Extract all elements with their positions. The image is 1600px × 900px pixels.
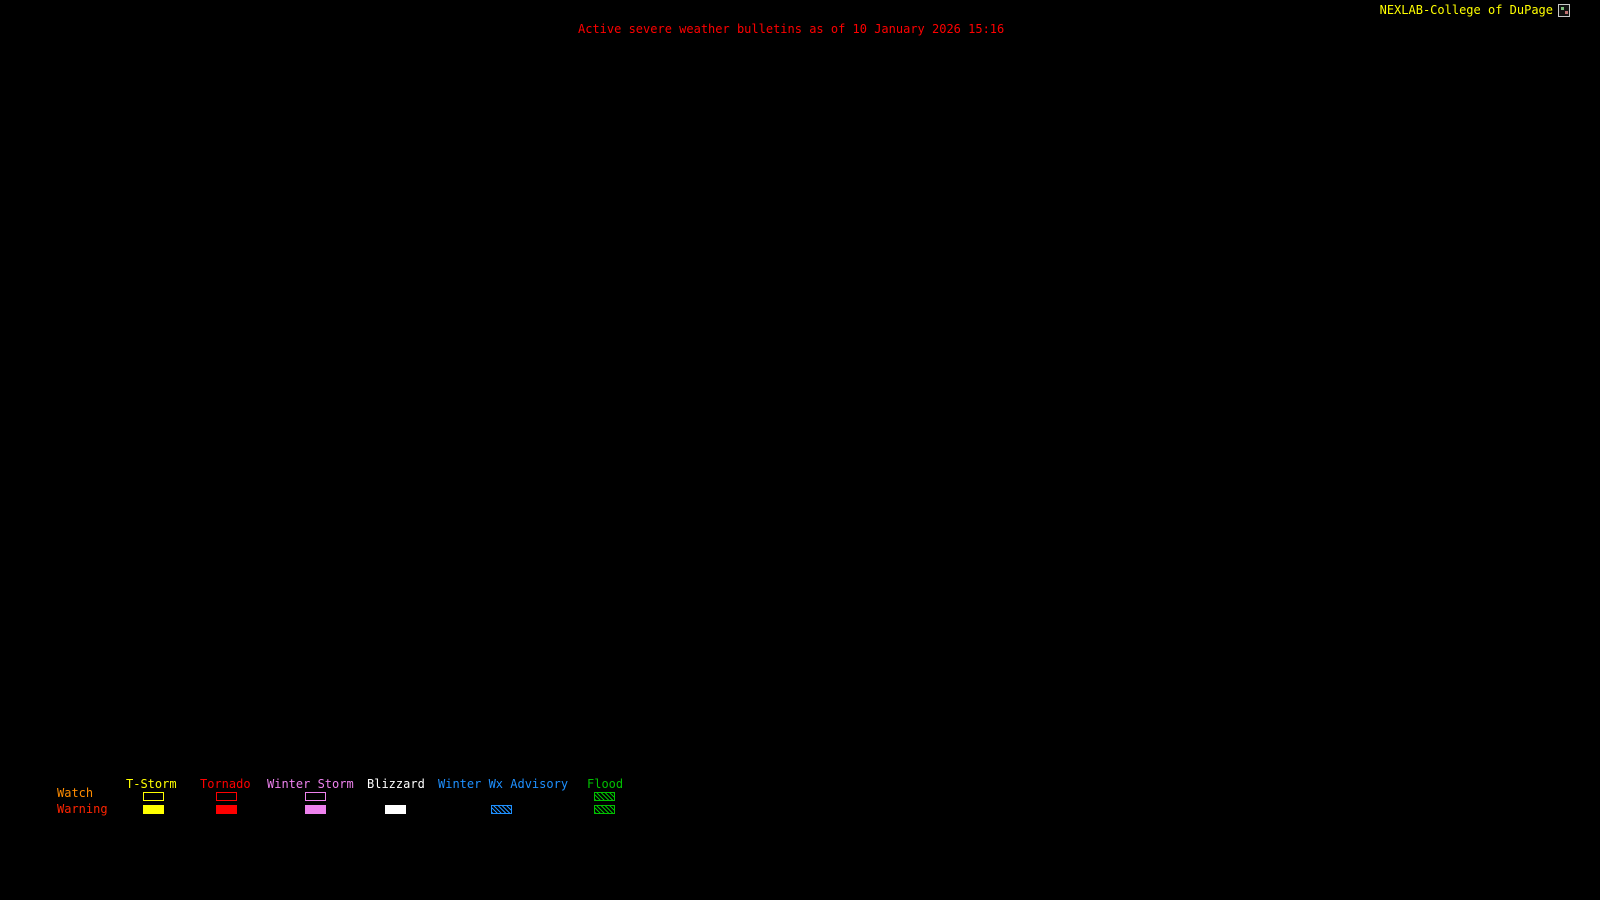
legend-warning-row-label: Warning bbox=[57, 802, 108, 816]
legend-column-header: Flood bbox=[587, 777, 624, 791]
legend-warning-swatch bbox=[385, 805, 406, 814]
legend-column-header: T-Storm bbox=[126, 777, 177, 791]
legend-watch-swatch bbox=[216, 792, 237, 801]
legend-watch-swatch bbox=[305, 792, 326, 801]
broken-image-dot bbox=[1565, 11, 1568, 14]
nexlab-brand-label: NEXLAB-College of DuPage bbox=[1379, 3, 1553, 17]
legend-warning-swatch bbox=[594, 805, 615, 814]
broken-image-dot bbox=[1561, 7, 1564, 10]
legend: Watch Warning T-Storm Tornado Winter Storm… bbox=[0, 776, 720, 824]
legend-column-header: Winter Storm bbox=[267, 777, 354, 791]
legend-warning-swatch bbox=[143, 805, 164, 814]
legend-warning-swatch bbox=[305, 805, 326, 814]
legend-watch-row-label: Watch bbox=[57, 786, 94, 800]
legend-column-header: Winter Wx Advisory bbox=[438, 777, 569, 791]
broken-image-icon bbox=[1558, 4, 1570, 17]
legend-column-header: Tornado bbox=[200, 777, 251, 791]
legend-warning-swatch bbox=[216, 805, 237, 814]
legend-column-header: Blizzard bbox=[367, 777, 425, 791]
legend-warning-swatch bbox=[491, 805, 512, 814]
legend-watch-swatch bbox=[143, 792, 164, 801]
bulletin-timestamp-title: Active severe weather bulletins as of 10… bbox=[578, 22, 1005, 36]
legend-watch-swatch bbox=[594, 792, 615, 801]
